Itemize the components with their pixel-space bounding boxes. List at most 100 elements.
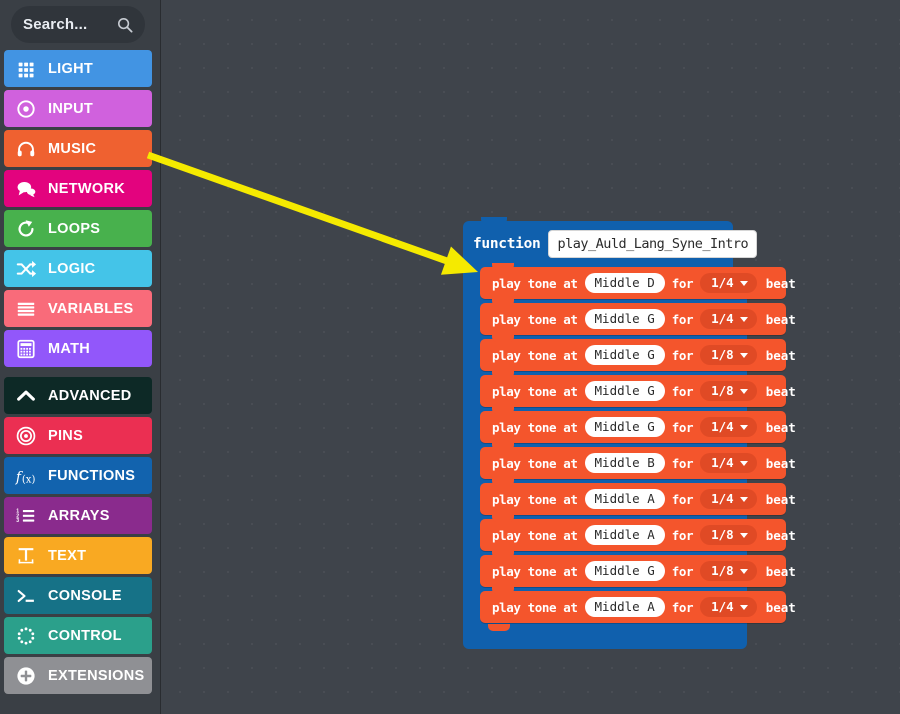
- toolbox-category-pins[interactable]: PINS: [4, 417, 152, 454]
- duration-value: 1/8: [711, 383, 734, 398]
- play-tone-block[interactable]: play tone at Middle G for 1/8 beat: [480, 371, 796, 407]
- beat-label: beat: [765, 455, 796, 471]
- chevron-down-icon: [739, 460, 748, 466]
- toolbox-category-label: ADVANCED: [48, 387, 132, 404]
- dotted-circle-icon: [14, 624, 38, 648]
- toolbox-category-music[interactable]: MUSIC: [4, 130, 152, 167]
- play-tone-label: play tone at: [492, 383, 578, 399]
- duration-value: 1/4: [711, 311, 734, 326]
- play-tone-label: play tone at: [492, 311, 578, 327]
- toolbox-category-advanced[interactable]: ADVANCED: [4, 377, 152, 414]
- chevron-up-icon: [14, 384, 38, 408]
- toolbox-category-loops[interactable]: LOOPS: [4, 210, 152, 247]
- toolbox-category-control[interactable]: CONTROL: [4, 617, 152, 654]
- for-label: for: [671, 347, 694, 363]
- toolbox-category-functions[interactable]: f(x) FUNCTIONS: [4, 457, 152, 494]
- toolbox-category-label: FUNCTIONS: [48, 467, 136, 484]
- play-tone-block[interactable]: play tone at Middle A for 1/8 beat: [480, 515, 796, 551]
- note-dropdown-field[interactable]: Middle A: [584, 489, 665, 509]
- note-dropdown-field[interactable]: Middle A: [584, 597, 665, 617]
- duration-dropdown[interactable]: 1/8: [700, 345, 757, 365]
- play-tone-block[interactable]: play tone at Middle G for 1/8 beat: [480, 335, 796, 371]
- note-dropdown-field[interactable]: Middle G: [584, 381, 665, 401]
- toolbox-category-label: INPUT: [48, 100, 93, 117]
- for-label: for: [671, 419, 694, 435]
- duration-value: 1/8: [711, 347, 734, 362]
- duration-dropdown[interactable]: 1/4: [700, 417, 757, 437]
- note-dropdown-field[interactable]: Middle A: [584, 525, 665, 545]
- note-dropdown-field[interactable]: Middle G: [584, 309, 665, 329]
- duration-value: 1/8: [711, 563, 734, 578]
- play-tone-label: play tone at: [492, 563, 578, 579]
- play-tone-label: play tone at: [492, 455, 578, 471]
- toolbox-category-label: CONSOLE: [48, 587, 122, 604]
- toolbox-category-label: VARIABLES: [48, 300, 134, 317]
- note-dropdown-field[interactable]: Middle G: [584, 345, 665, 365]
- duration-dropdown[interactable]: 1/4: [700, 309, 757, 329]
- for-label: for: [671, 383, 694, 399]
- chevron-down-icon: [739, 532, 748, 538]
- note-dropdown-field[interactable]: Middle D: [584, 273, 665, 293]
- duration-value: 1/4: [711, 491, 734, 506]
- toolbox-category-math[interactable]: MATH: [4, 330, 152, 367]
- toolbox-category-logic[interactable]: LOGIC: [4, 250, 152, 287]
- play-tone-label: play tone at: [492, 527, 578, 543]
- duration-value: 1/8: [711, 527, 734, 542]
- toolbox-category-text[interactable]: TEXT: [4, 537, 152, 574]
- play-tone-label: play tone at: [492, 347, 578, 363]
- loop-arrow-icon: [14, 217, 38, 241]
- function-block[interactable]: function play_Auld_Lang_Syne_Intro play …: [463, 217, 796, 649]
- chevron-down-icon: [739, 604, 748, 610]
- beat-label: beat: [765, 491, 796, 507]
- function-block-header[interactable]: function play_Auld_Lang_Syne_Intro: [463, 217, 758, 267]
- toolbox-category-label: MUSIC: [48, 140, 97, 157]
- function-fx-icon: f(x): [14, 464, 38, 488]
- toolbox-category-console[interactable]: CONSOLE: [4, 577, 152, 614]
- toolbox-category-label: LOOPS: [48, 220, 101, 237]
- play-tone-block[interactable]: play tone at Middle B for 1/4 beat: [480, 443, 796, 479]
- duration-dropdown[interactable]: 1/8: [700, 381, 757, 401]
- svg-text:f: f: [15, 469, 24, 485]
- note-dropdown-field[interactable]: Middle G: [584, 561, 665, 581]
- for-label: for: [671, 455, 694, 471]
- headphones-icon: [14, 137, 38, 161]
- for-label: for: [671, 491, 694, 507]
- note-dropdown-field[interactable]: Middle B: [584, 453, 665, 473]
- toolbox-category-variables[interactable]: VARIABLES: [4, 290, 152, 327]
- toolbox-category-network[interactable]: NETWORK: [4, 170, 152, 207]
- toolbox-category-light[interactable]: LIGHT: [4, 50, 152, 87]
- toolbox-category-input[interactable]: INPUT: [4, 90, 152, 127]
- stack-bottom-notch: [488, 624, 510, 631]
- toolbox-category-extensions[interactable]: EXTENSIONS: [4, 657, 152, 694]
- duration-dropdown[interactable]: 1/8: [700, 561, 757, 581]
- search-input[interactable]: Search...: [11, 6, 145, 43]
- beat-label: beat: [765, 527, 796, 543]
- for-label: for: [671, 527, 694, 543]
- for-label: for: [671, 311, 694, 327]
- toolbox-category-label: EXTENSIONS: [48, 667, 145, 684]
- duration-dropdown[interactable]: 1/4: [700, 597, 757, 617]
- duration-dropdown[interactable]: 1/4: [700, 453, 757, 473]
- for-label: for: [671, 563, 694, 579]
- beat-label: beat: [765, 599, 796, 615]
- beat-label: beat: [765, 383, 796, 399]
- toolbox-category-label: CONTROL: [48, 627, 122, 644]
- beat-label: beat: [765, 347, 796, 363]
- toolbox-category-label: LIGHT: [48, 60, 93, 77]
- function-name-field[interactable]: play_Auld_Lang_Syne_Intro: [548, 230, 758, 258]
- duration-dropdown[interactable]: 1/4: [700, 273, 757, 293]
- workspace-left-divider: [160, 0, 161, 714]
- note-dropdown-field[interactable]: Middle G: [584, 417, 665, 437]
- duration-dropdown[interactable]: 1/8: [700, 525, 757, 545]
- chevron-down-icon: [739, 388, 748, 394]
- duration-dropdown[interactable]: 1/4: [700, 489, 757, 509]
